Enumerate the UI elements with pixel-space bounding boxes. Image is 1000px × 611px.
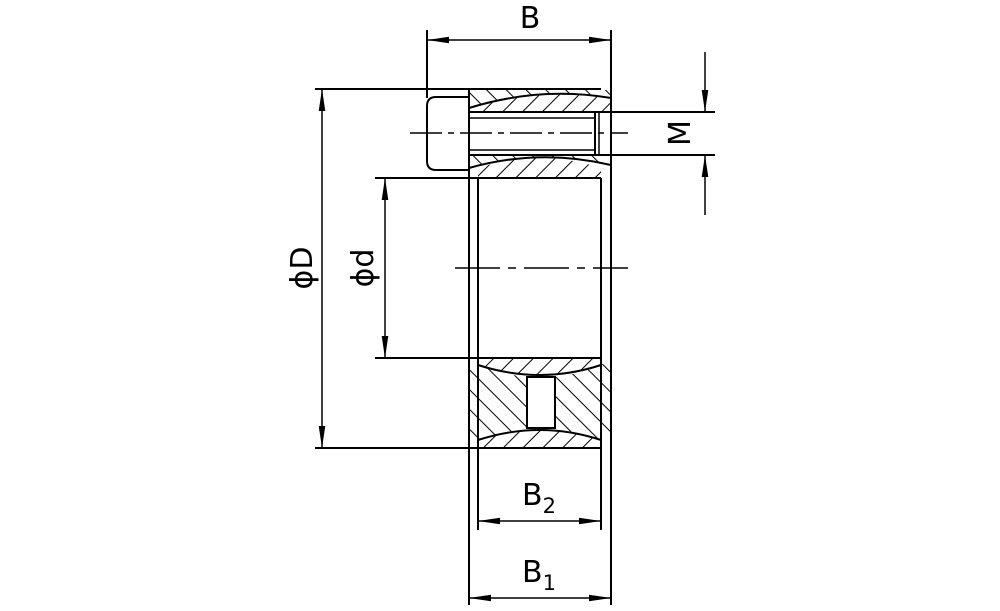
- dimension-B-label: B: [520, 1, 541, 36]
- dimension-D-label: ϕD: [285, 247, 320, 290]
- dimension-d-label: ϕd: [346, 249, 381, 288]
- upper-section-hatch: [468, 90, 612, 178]
- lower-section-hatch: [469, 358, 611, 448]
- dimension-B2-label: B2: [522, 478, 556, 518]
- body-outline: [315, 30, 715, 605]
- radial-hole: [526, 376, 556, 429]
- dimension-B1-label: B1: [522, 555, 556, 595]
- dimension-M-label: M: [663, 120, 698, 146]
